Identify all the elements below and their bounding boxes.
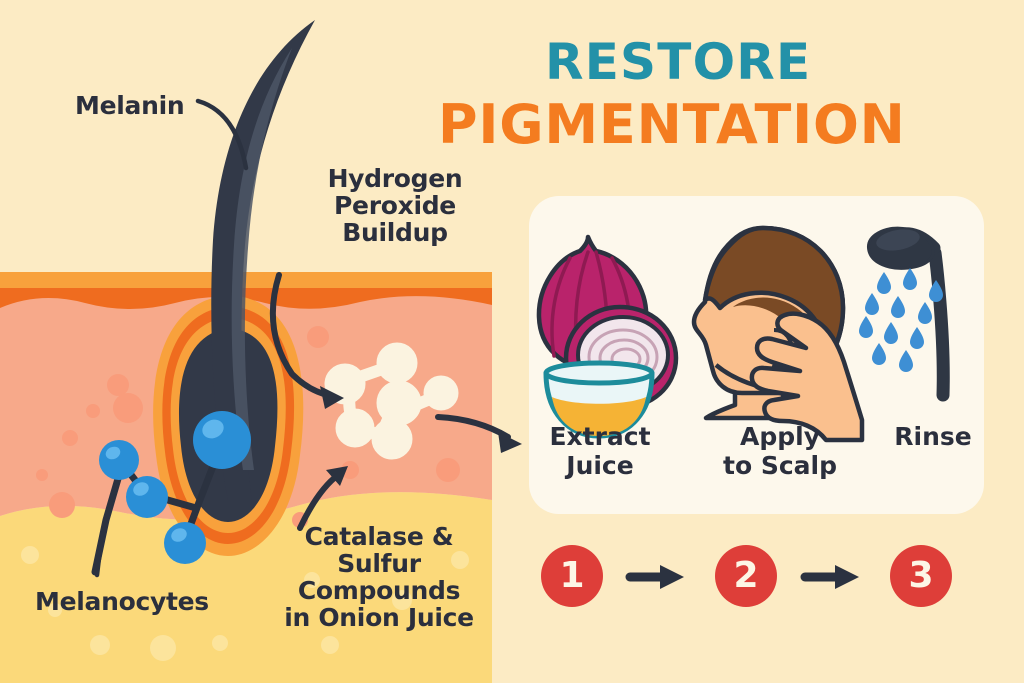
onion-and-bowl-icon	[536, 234, 679, 439]
label-hydrogen-peroxide: Hydrogen Peroxide Buildup	[327, 164, 463, 247]
label-melanocytes: Melanocytes	[35, 587, 209, 616]
step-arrow	[800, 565, 859, 589]
arrow-h2o2-to-molecule	[269, 272, 335, 399]
fat-spot	[304, 572, 320, 588]
title-line-restore: RESTORE	[545, 33, 812, 91]
skin-layer-dermis-upper	[0, 283, 492, 309]
melanocyte	[164, 522, 206, 564]
dermis-spot	[341, 461, 359, 479]
fat-spot	[392, 590, 412, 610]
dermis-spot	[49, 492, 75, 518]
dermis-spot	[307, 326, 329, 348]
hydrogen-peroxide-molecule	[324, 342, 459, 460]
step-label-extract-juice: Extract Juice	[549, 422, 651, 480]
melanocyte-group	[91, 411, 251, 576]
dermis-spot	[436, 458, 460, 482]
fat-spot	[90, 635, 110, 655]
fat-spot	[451, 551, 469, 569]
melanocyte	[126, 476, 168, 518]
water-droplets	[859, 268, 943, 372]
dermis-spot	[86, 404, 100, 418]
step-number-2: 2	[715, 545, 777, 607]
fat-spot	[212, 635, 228, 651]
fat-spot	[21, 546, 39, 564]
fat-spot	[321, 636, 339, 654]
melanocyte-leader-line	[94, 517, 110, 578]
step-number-3: 3	[890, 545, 952, 607]
step-number-1: 1	[541, 545, 603, 607]
hand-icon	[749, 311, 865, 443]
melanocyte	[193, 411, 251, 469]
arrow-molecule-to-card	[435, 414, 511, 440]
head-applying-icon	[691, 225, 865, 443]
title-line-pigmentation: PIGMENTATION	[438, 93, 906, 156]
dermis-spot	[62, 430, 78, 446]
dermis-spot	[36, 469, 48, 481]
melanin-leader-line	[195, 98, 249, 171]
dermis-spot	[107, 374, 129, 396]
dermis-spot	[113, 393, 143, 423]
step-sequence-arrows	[625, 565, 859, 589]
step-label-rinse: Rinse	[894, 422, 972, 451]
step-label-apply-to-scalp: Apply to Scalp	[723, 422, 837, 480]
leader-lines	[94, 98, 249, 578]
fat-spot	[150, 635, 176, 661]
step-arrow	[625, 565, 684, 589]
fat-spot	[48, 603, 62, 617]
label-catalase-sulfur: Catalase & Sulfur Compounds in Onion Jui…	[284, 522, 474, 632]
skin-layer-fat	[0, 492, 492, 683]
curved-arrows	[269, 272, 522, 531]
label-melanin: Melanin	[75, 91, 185, 120]
melanocyte	[99, 440, 139, 480]
skin-cross-section	[0, 0, 492, 683]
